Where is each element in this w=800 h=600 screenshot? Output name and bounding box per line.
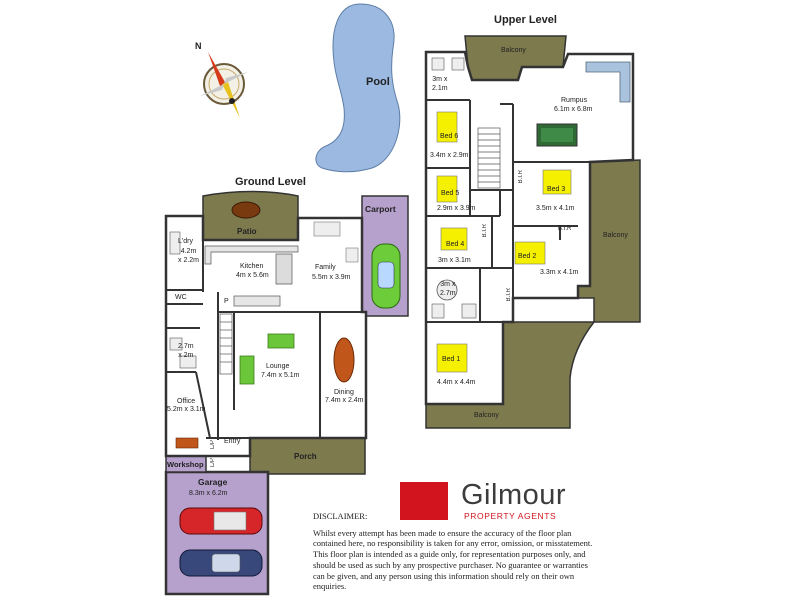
upper-balcony-top-label: Balcony <box>501 47 526 54</box>
office-dims: 5.2m x 3.1m <box>167 406 206 413</box>
disclaimer-heading: DISCLAIMER: <box>313 511 368 521</box>
upper-balcony-bottom <box>425 321 596 429</box>
ground-level-title: Ground Level <box>235 176 306 188</box>
dining-label: Dining <box>334 389 354 396</box>
pool-label: Pool <box>366 76 390 88</box>
pool-shape <box>315 3 401 173</box>
dining-dims: 7.4m x 2.4m <box>325 397 364 404</box>
carport-car-icon <box>371 243 401 309</box>
lounge-label: Lounge <box>266 363 290 370</box>
bir-label-2: B.I.R <box>482 224 488 238</box>
lp-label-1: L/P <box>210 440 216 450</box>
ground-level <box>164 190 409 596</box>
ground-floor <box>164 214 368 458</box>
garage-car-red-icon <box>179 507 263 535</box>
lp-label-2: L/P <box>210 458 216 468</box>
logo-red-mark <box>400 482 448 520</box>
disclaimer-body: Whilst every attempt has been made to en… <box>313 527 593 592</box>
logo-tagline: PROPERTY AGENTS <box>464 511 557 521</box>
bir-label-4: B.I.R <box>506 288 512 302</box>
bir-label-1: B.I.R <box>518 170 524 184</box>
bed3-label: Bed 3 <box>547 186 566 193</box>
entry-label: Entry <box>224 438 241 445</box>
upper-bath-dims: 3m x 2.1m <box>432 76 448 92</box>
rumpus-label: Rumpus <box>561 97 588 104</box>
bed4-label: Bed 4 <box>446 241 465 248</box>
bed6-label: Bed 6 <box>440 133 459 140</box>
laundry-dims: 4.2m x 2.2m <box>178 248 200 264</box>
bed1-dims: 4.4m x 4.4m <box>437 379 476 386</box>
bed6-dims: 3.4m x 2.9m <box>430 152 469 159</box>
bed3-dims: 3.5m x 4.1m <box>536 205 575 212</box>
bed1-label: Bed 1 <box>442 356 461 363</box>
bed2-label: Bed 2 <box>518 253 537 260</box>
patio-label: Patio <box>237 227 257 236</box>
bed5-dims: 2.9m x 3.9m <box>437 205 476 212</box>
upper-level <box>424 35 641 429</box>
workshop-label: Workshop <box>167 460 204 469</box>
family-label: Family <box>315 264 336 271</box>
upper-level-title: Upper Level <box>494 14 557 26</box>
laundry-label: L'dry <box>178 238 193 245</box>
carport-label: Carport <box>365 204 396 214</box>
lounge-dims: 7.4m x 5.1m <box>261 372 300 379</box>
disclaimer: DISCLAIMER: Whilst every attempt has bee… <box>313 511 595 592</box>
porch-label: Porch <box>294 452 317 461</box>
garage-label: Garage <box>198 477 228 487</box>
bed2-dims: 3.3m x 4.1m <box>540 269 579 276</box>
office-label: Office <box>177 398 196 405</box>
ground-bath-dims: 2.7m x 2m <box>178 343 194 359</box>
bed4-dims: 3m x 3.1m <box>438 257 471 264</box>
gilmour-logo: Gilmour PROPERTY AGENTS <box>400 479 590 521</box>
upper-stairs <box>477 127 501 189</box>
kitchen-label: Kitchen <box>240 263 264 270</box>
upper-balcony-right-label: Balcony <box>603 232 628 239</box>
kitchen-dims: 4m x 5.6m <box>236 272 269 279</box>
logo-name: Gilmour <box>461 479 567 511</box>
upper-balcony-bottom-label: Balcony <box>474 412 499 419</box>
family-dims: 5.5m x 3.9m <box>312 274 351 281</box>
bir-label-3: B.I.R <box>558 226 572 232</box>
bed5-label: Bed 5 <box>441 190 460 197</box>
rumpus-dims: 6.1m x 6.8m <box>554 106 593 113</box>
pantry-label: P <box>224 298 229 305</box>
wc-label: WC <box>175 294 187 301</box>
compass-icon <box>200 52 248 118</box>
upper-ensuite-dims: 3m x 2.7m <box>440 281 456 297</box>
bed-icons <box>436 111 572 373</box>
compass-north-label: N <box>195 41 202 51</box>
garage-car-blue-icon <box>179 549 263 577</box>
garage-dims: 8.3m x 6.2m <box>189 490 228 497</box>
